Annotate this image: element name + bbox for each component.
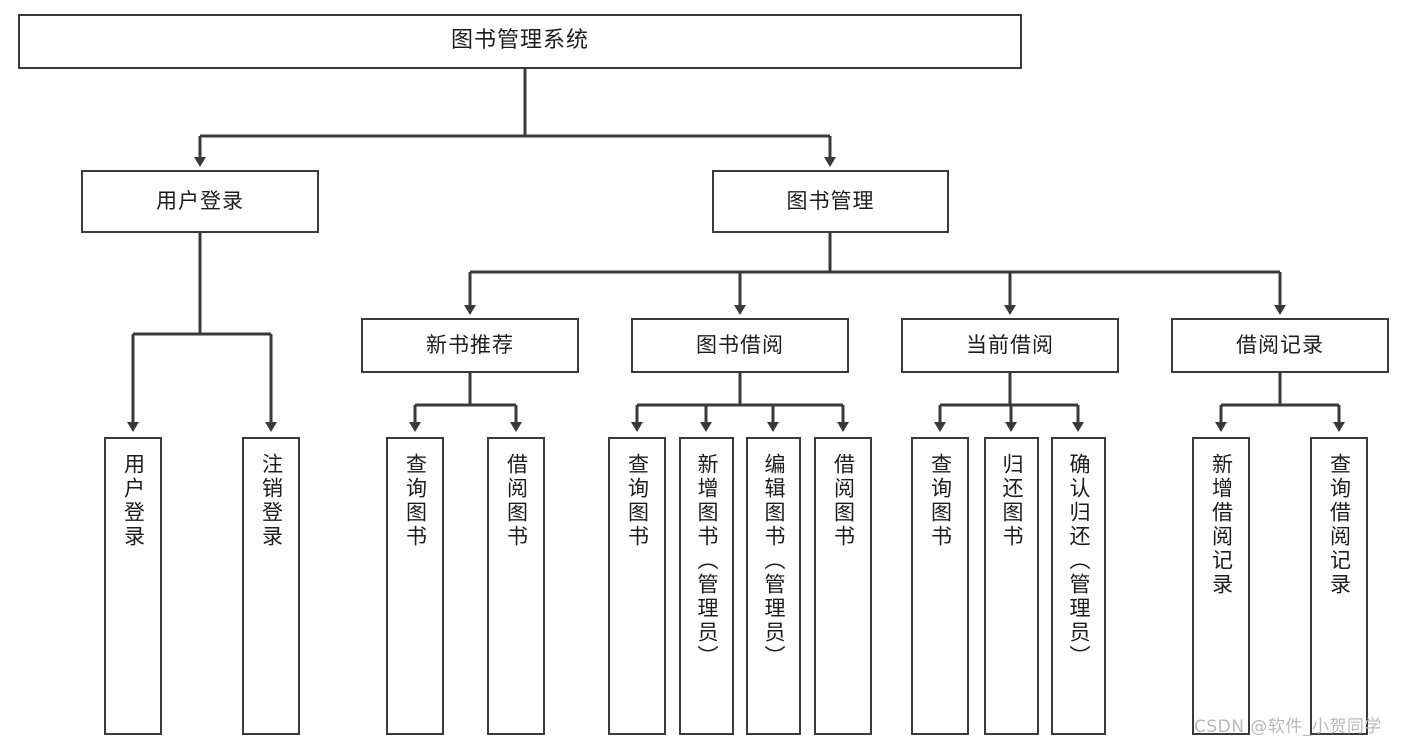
leaf-borrow-book-2-label: 借阅图书 [831,453,856,549]
node-current-borrow[interactable]: 当前借阅 [901,318,1119,373]
leaf-query-book-2-label: 查询图书 [625,453,650,549]
node-new-book-rec-label: 新书推荐 [426,332,514,357]
leaf-user-login[interactable]: 用户登录 [104,437,162,735]
leaf-borrow-book-2[interactable]: 借阅图书 [814,437,872,735]
leaf-return-book[interactable]: 归还图书 [984,437,1039,735]
leaf-user-logout-label: 注销登录 [259,453,284,549]
leaf-edit-book[interactable]: 编辑图书（管理员） [746,437,801,735]
leaf-add-book-label: 新增图书（管理员） [695,453,719,669]
node-user-login-label: 用户登录 [156,188,244,213]
node-root-label: 图书管理系统 [450,28,589,54]
node-book-borrow[interactable]: 图书借阅 [631,318,849,373]
leaf-query-book-3[interactable]: 查询图书 [911,437,969,735]
node-book-manage-label: 图书管理 [786,188,875,213]
leaf-query-book-1[interactable]: 查询图书 [386,437,444,735]
node-borrow-record[interactable]: 借阅记录 [1171,318,1389,373]
leaf-query-book-2[interactable]: 查询图书 [608,437,666,735]
node-new-book-rec[interactable]: 新书推荐 [361,318,579,373]
leaf-user-logout[interactable]: 注销登录 [242,437,300,735]
leaf-add-record[interactable]: 新增借阅记录 [1192,437,1250,735]
node-book-manage[interactable]: 图书管理 [712,170,949,233]
node-user-login[interactable]: 用户登录 [81,170,319,233]
node-root[interactable]: 图书管理系统 [18,14,1022,69]
leaf-query-record-label: 查询借阅记录 [1327,453,1352,597]
leaf-add-record-label: 新增借阅记录 [1209,453,1234,597]
watermark: CSDN @软件_小贺同学 [1194,717,1382,737]
leaf-add-book[interactable]: 新增图书（管理员） [679,437,734,735]
leaf-user-login-label: 用户登录 [121,453,146,549]
leaf-borrow-book-1[interactable]: 借阅图书 [487,437,545,735]
node-borrow-record-label: 借阅记录 [1236,332,1324,357]
leaf-return-book-label: 归还图书 [1000,453,1024,549]
node-book-borrow-label: 图书借阅 [696,332,784,357]
node-current-borrow-label: 当前借阅 [966,332,1054,357]
leaf-query-record[interactable]: 查询借阅记录 [1310,437,1368,735]
leaf-query-book-3-label: 查询图书 [928,453,953,549]
leaf-borrow-book-1-label: 借阅图书 [504,453,529,549]
leaf-edit-book-label: 编辑图书（管理员） [762,453,786,669]
leaf-confirm-return-label: 确认归还（管理员） [1067,453,1091,669]
leaf-confirm-return[interactable]: 确认归还（管理员） [1051,437,1106,735]
leaf-query-book-1-label: 查询图书 [403,453,428,549]
